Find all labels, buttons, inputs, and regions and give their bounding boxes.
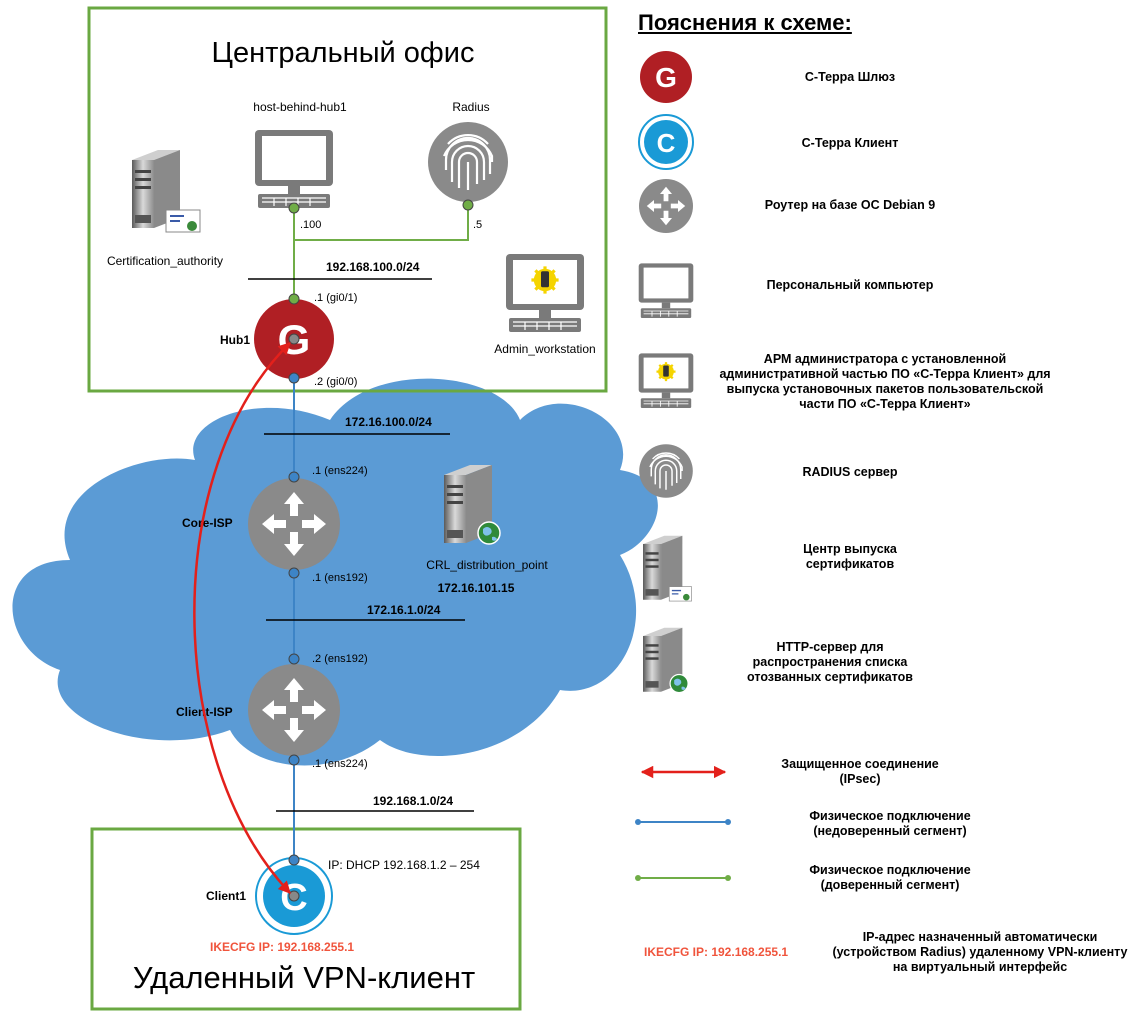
legend-gateway-text: С-Терра Шлюз	[804, 70, 896, 84]
legend-trusted-text: Физическое подключение (доверенный сегме…	[809, 863, 971, 892]
client-isp-port-bottom	[288, 754, 300, 766]
legend-untrusted-dot-left	[635, 819, 641, 825]
legend-client-text: С-Терра Клиент	[801, 136, 899, 150]
legend-ca-text: Центр выпуска сертификатов	[803, 542, 897, 571]
legend-gateway-glyph: G	[655, 62, 677, 93]
legend-http-text: HTTP-сервер для распространения списка о…	[747, 640, 913, 684]
client1-tunnel-endpoint	[288, 890, 300, 902]
client-isp-port-top	[288, 653, 300, 665]
isp-cloud	[12, 378, 658, 766]
legend-trusted-dot-left	[635, 875, 641, 881]
legend-client-glyph: C	[657, 128, 676, 158]
central-office-box	[87, 6, 608, 393]
legend-title: Пояснения к схеме:	[638, 10, 852, 35]
host-address: .100	[300, 219, 321, 231]
legend-pc-text: Персональный компьютер	[766, 278, 934, 292]
legend-trusted-dot-right	[725, 875, 731, 881]
remote-client-title: Удаленный VPN-клиент	[133, 960, 475, 995]
hub1-tunnel-endpoint	[288, 333, 300, 345]
hub1-label: Hub1	[220, 333, 250, 347]
client1-dhcp: IP: DHCP 192.168.1.2 – 254	[328, 858, 480, 872]
net-label-192-168-100: 192.168.100.0/24	[326, 260, 420, 274]
core-isp-router	[248, 478, 340, 570]
legend-router-text: Роутер на базе ОС Debian 9	[764, 198, 936, 212]
net-label-192-168-1: 192.168.1.0/24	[373, 794, 453, 808]
ipsec-tunnel	[193, 342, 291, 894]
crl-distribution-server	[444, 465, 501, 545]
radius-address: .5	[473, 219, 482, 231]
legend-secure-text: Защищенное соединение (IPsec)	[781, 757, 939, 786]
legend-router-icon	[639, 179, 693, 233]
core-isp-if-top: .1 (ens224)	[312, 465, 368, 477]
certification-authority-server	[132, 150, 201, 233]
client1-port	[288, 854, 300, 866]
radius-label: Radius	[452, 100, 489, 114]
core-isp-port-bottom	[288, 567, 300, 579]
legend-untrusted-text: Физическое подключение (недоверенный сег…	[809, 809, 971, 838]
legend-panel: Пояснения к схеме: С-Терра Шлюз С-Терра …	[620, 0, 1139, 1014]
admin-workstation	[505, 253, 585, 333]
client-isp-if-bottom: .1 (ens224)	[312, 758, 368, 770]
legend-untrusted-dot-right	[725, 819, 731, 825]
radius-server	[426, 120, 510, 204]
central-office-title: Центральный офис	[212, 37, 475, 69]
hub1-port-gi01	[288, 293, 300, 305]
legend-ikecfg-sample: IKECFG IP: 192.168.255.1	[644, 945, 789, 959]
core-isp-port-top	[288, 471, 300, 483]
legend-arm-text: АРМ администратора с установленной админ…	[719, 352, 1051, 411]
client1-label: Client1	[206, 889, 246, 903]
legend-radius-text: RADIUS сервер	[802, 465, 898, 479]
legend-gateway-icon	[640, 51, 692, 103]
hub1-gi01-label: .1 (gi0/1)	[314, 292, 357, 304]
hub1-port-gi00	[288, 372, 300, 384]
trusted-link-radius	[294, 205, 469, 241]
crl-ip: 172.16.101.15	[438, 581, 515, 595]
client-isp-if-top: .2 (ens192)	[312, 653, 368, 665]
legend-ikecfg-text: IP-адрес назначенный автоматически (устр…	[832, 930, 1128, 974]
core-isp-if-bottom: .1 (ens192)	[312, 572, 368, 584]
host-port	[288, 202, 300, 214]
net-label-172-16-100: 172.16.100.0/24	[345, 415, 432, 429]
remote-client-box	[90, 827, 522, 1011]
host-behind-hub1-pc	[254, 129, 334, 209]
client1-ikecfg: IKECFG IP: 192.168.255.1	[210, 940, 354, 954]
host-label: host-behind-hub1	[253, 100, 347, 114]
ca-label: Certification_authority	[107, 254, 223, 268]
client-isp-router	[248, 664, 340, 756]
net-label-172-16-1: 172.16.1.0/24	[367, 603, 441, 617]
admin-label: Admin_workstation	[494, 342, 595, 356]
legend-client-icon	[644, 120, 688, 164]
hub1-gi00-label: .2 (gi0/0)	[314, 376, 357, 388]
core-isp-label: Core-ISP	[182, 516, 233, 530]
radius-port	[462, 199, 474, 211]
crl-label: CRL_distribution_point	[426, 558, 548, 572]
